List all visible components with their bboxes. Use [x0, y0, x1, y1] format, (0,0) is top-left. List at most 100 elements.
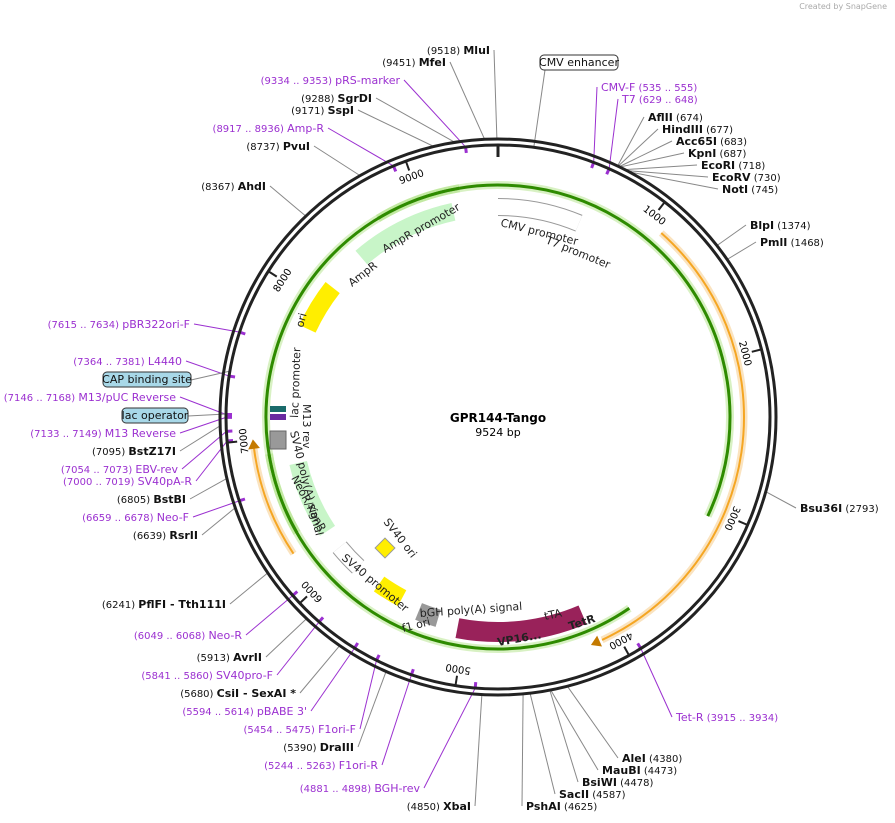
primer-label[interactable]: (5244 .. 5263) F1ori-R [264, 759, 378, 772]
enzyme-label[interactable]: (8737) PvuI [246, 140, 310, 153]
boxed-label-frame[interactable] [539, 54, 619, 71]
enzyme-leader [619, 152, 685, 168]
primer-label[interactable]: CMV-F (535 .. 555) [601, 81, 697, 94]
primer-leader [193, 323, 240, 333]
tta-orf-arrowhead [590, 635, 602, 647]
snapgene-credit: Created by SnapGene [799, 2, 887, 11]
enzyme-leader [265, 618, 307, 658]
boxed-label-frame[interactable] [102, 371, 192, 388]
enzyme-leader [299, 645, 341, 694]
primer-label[interactable]: (7146 .. 7168) M13/pUC Reverse [4, 391, 176, 404]
primer-leader [327, 127, 394, 167]
primer-label[interactable]: (7364 .. 7381) L4440 [73, 355, 182, 368]
enzyme-label[interactable]: (9288) SgrDI [301, 92, 372, 105]
enzyme-label[interactable]: (9451) MfeI [382, 56, 446, 69]
enzyme-leader [529, 693, 556, 795]
enzyme-leader [474, 694, 483, 807]
tta-orf-arc [601, 232, 745, 641]
m13-rev-feature [270, 414, 286, 420]
tick-label: 1000 [641, 204, 668, 228]
primer-leader [359, 660, 377, 730]
enzyme-label[interactable]: Bsu36I (2793) [800, 502, 879, 515]
enzyme-leader [618, 140, 673, 168]
tick-mark [404, 160, 411, 171]
primer-label[interactable]: (7133 .. 7149) M13 Reverse [30, 427, 176, 440]
primer-leader [423, 687, 476, 789]
bgh-feature [415, 603, 441, 627]
green-feature-3 [267, 453, 299, 534]
backbone-outer [218, 137, 778, 697]
primer-label[interactable]: (7054 .. 7073) EBV-rev [61, 463, 179, 476]
enzyme-leader [629, 171, 719, 190]
neo-orf-arrowhead [248, 439, 260, 450]
enzyme-label[interactable]: MauBI (4473) [602, 764, 677, 777]
enzyme-label[interactable]: (6639) RsrII [133, 529, 198, 542]
primer-label[interactable]: (7000 .. 7019) SV40pA-R [63, 475, 192, 488]
neo-orf-arc [252, 448, 295, 555]
enzyme-leader [357, 109, 435, 147]
tick-label: 7000 [238, 428, 251, 454]
primer-leader [381, 674, 412, 766]
primer-leader [640, 648, 673, 718]
plasmid-name: GPR144-Tango [450, 411, 546, 425]
enzyme-label[interactable]: (6805) BstBI [117, 493, 186, 506]
enzyme-label[interactable]: BsiWI (4478) [582, 776, 653, 789]
primer-label[interactable]: (5454 .. 5475) F1ori-F [243, 723, 356, 736]
leader-lines [179, 49, 797, 807]
enzyme-leader [765, 491, 797, 509]
enzyme-leader [313, 145, 361, 177]
enzyme-label[interactable]: BlpI (1374) [750, 219, 811, 232]
enzyme-label[interactable]: (5680) CsiI - SexAI * [180, 687, 296, 700]
enzyme-labels: (9518) MluI(9451) MfeI (9288) SgrDI(9171)… [92, 44, 879, 813]
primer-label[interactable]: (7615 .. 7634) pBR322ori-F [48, 318, 190, 331]
enzyme-label[interactable]: HindIII (677) [662, 123, 733, 136]
enzyme-label[interactable]: SacII (4587) [559, 788, 626, 801]
enzyme-label[interactable]: PmlI (1468) [760, 236, 824, 249]
primer-label[interactable]: Tet-R (3915 .. 3934) [675, 711, 778, 724]
ampr-label: AmpR [346, 259, 380, 290]
primer-label[interactable]: (8917 .. 8936) Amp-R [213, 122, 325, 135]
primer-label[interactable]: (5594 .. 5614) pBABE 3' [182, 705, 307, 718]
primer-label[interactable]: (6049 .. 6068) Neo-R [134, 629, 243, 642]
tick-label: 8000 [272, 267, 295, 294]
enzyme-label[interactable]: EcoRV (730) [712, 171, 781, 184]
enzyme-label[interactable]: (5390) DraIII [283, 741, 354, 754]
cmv-promoter-feature [497, 199, 583, 231]
plasmid-length: 9524 bp [475, 426, 520, 439]
enzyme-label[interactable]: (9171) SspI [291, 104, 354, 117]
boxed-label-frame[interactable] [121, 407, 189, 424]
enzyme-label[interactable]: (6241) PflFI - Tth111I [102, 598, 226, 611]
enzyme-label[interactable]: Acc65I (683) [676, 135, 747, 148]
primer-label[interactable]: (6659 .. 6678) Neo-F [82, 511, 189, 524]
enzyme-label[interactable]: PshAI (4625) [526, 800, 597, 813]
enzyme-label[interactable]: (9518) MluI [427, 44, 490, 57]
primer-leader [179, 416, 227, 434]
sv40-promoter-label: SV40 promoter [339, 551, 411, 615]
enzyme-label[interactable]: NotI (745) [722, 183, 778, 196]
sv40-polya-feature [269, 430, 287, 450]
boxed-label-text: CAP binding site [102, 373, 192, 386]
enzyme-label[interactable]: (4850) XbaI [407, 800, 471, 813]
primer-leader [192, 500, 240, 518]
enzyme-label[interactable]: AflII (674) [648, 111, 703, 124]
tick-mark [299, 595, 308, 604]
enzyme-label[interactable]: (8367) AhdI [201, 180, 266, 193]
enzyme-leader [549, 689, 579, 783]
primer-leader [310, 647, 355, 712]
primer-leader [245, 595, 294, 636]
primer-leader [608, 98, 619, 169]
enzyme-leader [617, 116, 645, 167]
enzyme-leader [521, 693, 524, 807]
primer-label[interactable]: (9334 .. 9353) pRS-marker [261, 74, 401, 87]
primer-label[interactable]: (4881 .. 4898) BGH-rev [300, 782, 421, 795]
enzyme-leader [179, 425, 221, 452]
enzyme-label[interactable]: AleI (4380) [622, 752, 682, 765]
primer-labels: (9334 .. 9353) pRS-marker (8917 .. 8936) … [4, 74, 778, 795]
enzyme-label[interactable]: (7095) BstZ17I [92, 445, 176, 458]
primer-label[interactable]: T7 (629 .. 648) [621, 93, 698, 106]
enzyme-label[interactable]: (5913) AvrII [197, 651, 262, 664]
enzyme-label[interactable]: KpnI (687) [688, 147, 746, 160]
primer-label[interactable]: (5841 .. 5860) SV40pro-F [141, 669, 273, 682]
enzyme-label[interactable]: EcoRI (718) [701, 159, 765, 172]
tick-mark [738, 520, 749, 526]
